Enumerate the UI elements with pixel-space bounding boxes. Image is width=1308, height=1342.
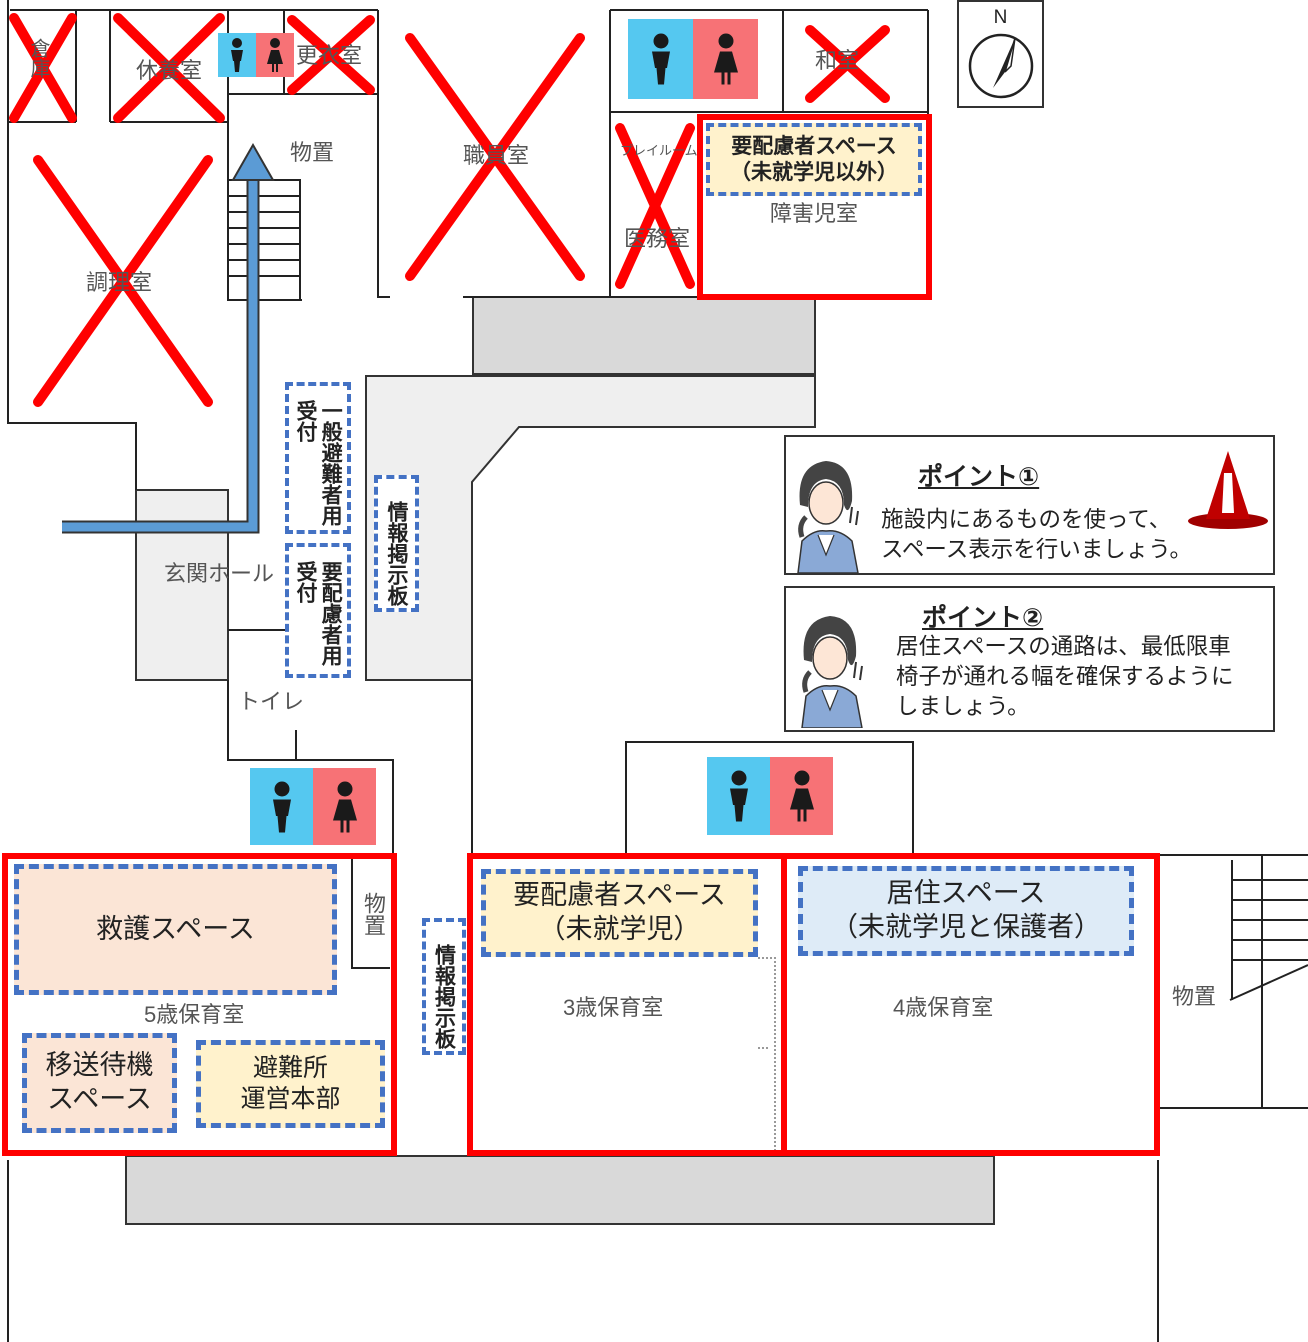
female-toilet-icon — [313, 768, 376, 845]
zone-transfer-line1: 移送待機 — [45, 1050, 154, 1081]
room-label-cooking: 調理室 — [86, 270, 153, 295]
zone-living-line2: （未就学児と保護者） — [831, 912, 1101, 942]
zone-care-reception: 要配慮者用 受付 — [285, 543, 351, 678]
zone-care-non-preschool-line1: 要配慮者スペース — [731, 135, 897, 159]
female-toilet-icon — [770, 757, 833, 835]
toilet-sign-top-right — [628, 19, 758, 99]
corridor-upper — [472, 296, 816, 375]
corridor-middle — [365, 375, 816, 681]
stairs-right — [1231, 860, 1308, 1000]
usable-room-age5 — [2, 853, 397, 1156]
zone-care-reception-col1: 要配慮者用 — [319, 561, 343, 666]
usable-room-age3 — [467, 853, 787, 1156]
room-label-japanese: 和室 — [815, 48, 860, 73]
stairs-upper — [227, 179, 301, 301]
point-2-title: ポイント② — [922, 604, 1044, 632]
zone-hq-line2: 運営本部 — [240, 1085, 341, 1113]
room-label-supplies-right: 物置 — [1172, 984, 1217, 1009]
room-label-supplies-mid: 物置 — [361, 892, 386, 936]
room-label-lounge: 休養室 — [136, 58, 203, 83]
zone-shelter-hq: 避難所 運営本部 — [196, 1040, 385, 1128]
zone-bulletin-lower-label: 情報掲示板 — [432, 944, 456, 1049]
point-1-line1: 施設内にあるものを使って、 — [881, 507, 1172, 532]
male-toilet-icon — [250, 768, 313, 845]
toilet-sign-lower-left — [250, 768, 376, 845]
zone-care-non-preschool: 要配慮者スペース （未就学児以外） — [706, 123, 922, 196]
point-2-line1: 居住スペースの通路は、最低限車 — [896, 634, 1231, 659]
room-label-disabled-child: 障害児室 — [770, 201, 859, 226]
partition-dotted — [758, 957, 776, 1150]
room-label-age5: 5歳保育室 — [144, 1002, 245, 1027]
toilet-sign-top-left — [218, 33, 294, 77]
male-toilet-icon — [628, 19, 693, 99]
zone-care-reception-col2: 受付 — [294, 561, 317, 603]
zone-general-reception-col2: 受付 — [294, 400, 317, 442]
room-label-staff: 職員室 — [463, 143, 530, 168]
teacher-pointing-icon — [801, 616, 863, 728]
room-label-supplies-top: 物置 — [290, 140, 335, 165]
zone-general-reception-col1: 一般避難者用 — [319, 400, 343, 526]
toilet-sign-lower-right — [707, 757, 833, 835]
room-label-toilet: トイレ — [238, 689, 305, 714]
female-toilet-icon — [256, 33, 294, 77]
point-2-text: 居住スペースの通路は、最低限車 椅子が通れる幅を確保するように しましょう。 — [896, 632, 1234, 722]
zone-care-preschool: 要配慮者スペース （未就学児） — [481, 869, 758, 957]
compass-icon — [968, 33, 1034, 99]
zone-general-reception: 一般避難者用 受付 — [285, 382, 351, 534]
usable-room-age4 — [781, 853, 1160, 1156]
corridor-bottom — [125, 1155, 995, 1225]
zone-transfer-line2: スペース — [47, 1084, 152, 1114]
point-box-1: ポイント① 施設内にあるものを使って、 スペース表示を行いましょう。 — [784, 435, 1275, 575]
male-toilet-icon — [707, 757, 770, 835]
female-toilet-icon — [693, 19, 758, 99]
compass: N — [957, 0, 1044, 108]
room-label-age3: 3歳保育室 — [563, 995, 664, 1020]
room-label-nurse: 医務室 — [624, 226, 691, 251]
zone-transfer-waiting: 移送待機 スペース — [22, 1033, 177, 1133]
closed-room-crosses — [9, 13, 890, 407]
zone-care-preschool-line2: （未就学児） — [538, 914, 701, 944]
compass-north-label: N — [993, 7, 1008, 28]
room-label-playroom: プレイルーム — [620, 143, 698, 158]
room-label-changing: 更衣室 — [296, 43, 363, 68]
zone-rescue-label: 救護スペース — [96, 913, 255, 944]
zone-rescue: 救護スペース — [14, 864, 337, 995]
zone-living: 居住スペース （未就学児と保護者） — [798, 866, 1134, 956]
room-label-storage: 倉庫 — [27, 38, 49, 78]
traffic-cone-icon — [1188, 451, 1268, 529]
teacher-pointing-icon — [797, 461, 859, 573]
point-box-2: ポイント② 居住スペースの通路は、最低限車 椅子が通れる幅を確保するように しま… — [784, 586, 1275, 732]
point-1-title: ポイント① — [918, 463, 1040, 491]
zone-care-non-preschool-line2: （未就学児以外） — [730, 160, 898, 184]
usable-room-disabled-child — [697, 114, 932, 300]
zone-living-line1: 居住スペース — [886, 878, 1046, 909]
room-label-age4: 4歳保育室 — [893, 995, 994, 1020]
point-1-text: 施設内にあるものを使って、 スペース表示を行いましょう。 — [881, 505, 1192, 565]
point-1-line2: スペース表示を行いましょう。 — [881, 536, 1192, 562]
zone-hq-line1: 避難所 — [252, 1053, 328, 1082]
zone-bulletin-upper-label: 情報掲示板 — [385, 501, 409, 606]
point-2-line2: 椅子が通れる幅を確保するように — [896, 663, 1234, 689]
zone-care-preschool-line1: 要配慮者スペース — [513, 880, 726, 911]
zone-bulletin-lower: 情報掲示板 — [422, 918, 466, 1055]
evacuation-arrow — [62, 142, 275, 534]
zone-bulletin-upper: 情報掲示板 — [374, 475, 419, 612]
room-label-entrance-hall: 玄関ホール — [164, 561, 275, 586]
point-2-line3: しましょう。 — [896, 693, 1030, 719]
male-toilet-icon — [218, 33, 256, 77]
